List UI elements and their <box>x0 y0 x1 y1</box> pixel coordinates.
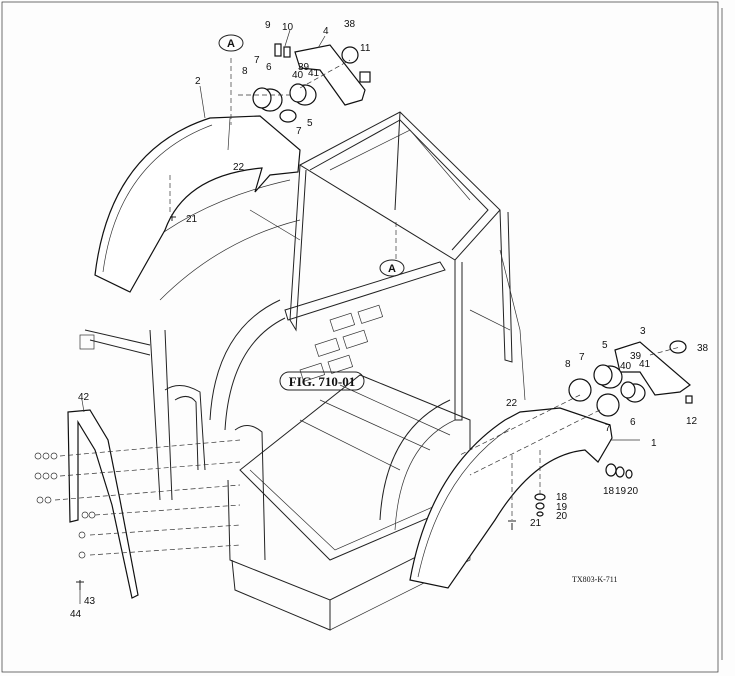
label-9: 9 <box>265 20 271 31</box>
label-2: 2 <box>195 76 201 87</box>
left-fender <box>94 115 301 293</box>
label-39-upper: 39 <box>298 62 310 73</box>
right-fender <box>409 407 613 589</box>
label-39-lower: 39 <box>630 351 642 362</box>
figure-title: FIG. 710-01 <box>289 374 355 389</box>
label-42: 42 <box>78 392 90 403</box>
label-22-upper: 22 <box>233 162 245 173</box>
label-38-lower: 38 <box>697 343 709 354</box>
label-3: 3 <box>640 326 646 337</box>
label-7-lower: 7 <box>579 352 585 363</box>
label-7-upper-b: 7 <box>296 126 302 137</box>
callout-a-mid: A <box>379 259 405 277</box>
label-19: 19 <box>556 502 568 513</box>
label-7-lower-b: 7 <box>605 423 611 434</box>
label-8-upper: 8 <box>242 66 248 77</box>
label-40-lower: 40 <box>620 361 632 372</box>
label-5-lower: 5 <box>602 340 608 351</box>
label-19-right: 19 <box>615 486 627 497</box>
callout-a-top-label: A <box>227 38 235 50</box>
drawing-code: TX803-K-711 <box>572 575 617 584</box>
label-8-lower: 8 <box>565 359 571 370</box>
label-20: 20 <box>556 511 568 522</box>
label-7-upper: 7 <box>254 55 260 66</box>
rear-bracket <box>67 409 139 599</box>
label-4: 4 <box>323 26 329 37</box>
leader-lines <box>54 29 681 604</box>
label-5-upper: 5 <box>307 118 313 129</box>
label-12: 12 <box>686 416 698 427</box>
label-18: 18 <box>556 492 568 503</box>
label-44: 44 <box>70 609 82 620</box>
callout-a-top: A <box>218 34 244 52</box>
label-41-upper: 41 <box>308 68 320 79</box>
label-43: 43 <box>84 596 96 607</box>
label-38: 38 <box>344 19 356 30</box>
label-11: 11 <box>360 43 371 54</box>
label-6-upper: 6 <box>266 62 272 73</box>
callout-a-mid-label: A <box>388 263 396 275</box>
figure-title-box: FIG. 710-01 <box>279 371 365 391</box>
label-6-lower: 6 <box>630 417 636 428</box>
label-21-lower: 21 <box>530 518 542 529</box>
cab-frame <box>79 111 526 631</box>
page-border <box>1 1 719 673</box>
lower-lamp-assembly <box>568 340 693 417</box>
label-10: 10 <box>282 22 294 33</box>
label-40-upper: 40 <box>292 70 304 81</box>
label-22-lower: 22 <box>506 398 518 409</box>
fastener-hardware <box>34 214 633 590</box>
label-20-right: 20 <box>627 486 639 497</box>
label-1: 1 <box>651 438 657 449</box>
label-21-upper: 21 <box>186 214 198 225</box>
label-41-lower: 41 <box>639 359 651 370</box>
label-18-right: 18 <box>603 486 615 497</box>
upper-lamp-assembly <box>252 43 371 123</box>
part-number-labels: 9 10 4 38 11 7 8 6 40 39 41 5 7 2 22 21 … <box>70 19 709 620</box>
